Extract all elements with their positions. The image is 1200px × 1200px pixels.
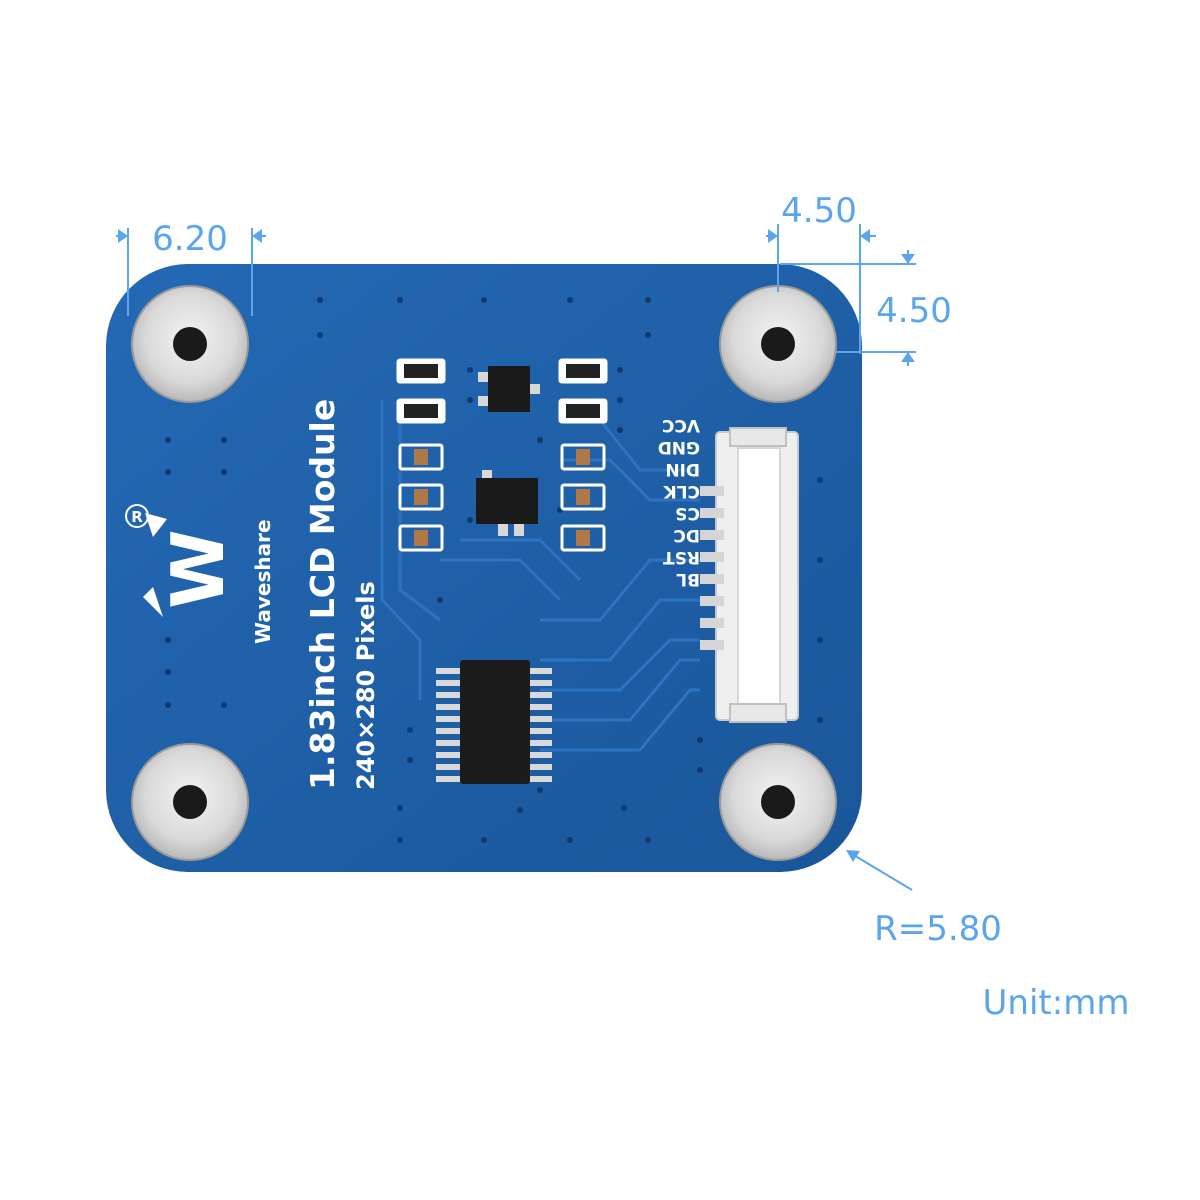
sot23-chip-top (478, 366, 540, 412)
waveshare-logo-icon: W (143, 513, 240, 617)
mounting-hole-top-right (719, 285, 837, 403)
dimension-corner-radius-label: R=5.80 (874, 909, 1002, 949)
unit-note: Unit:mm (983, 983, 1130, 1023)
dimension-corner-radius (846, 850, 913, 891)
pin-label-gnd: GND (658, 437, 700, 457)
pin-label-bl: BL (676, 569, 700, 589)
mounting-hole-bottom-left (131, 743, 249, 861)
pin-label-cs: CS (675, 503, 700, 523)
sot23-chip-middle (476, 470, 538, 536)
pcb-board (106, 264, 862, 872)
registered-mark-icon: R (125, 504, 149, 528)
pcb-vias (165, 297, 823, 843)
pin-label-dc: DC (673, 525, 700, 545)
smd-components-right (558, 358, 608, 552)
pcb-traces (380, 400, 700, 752)
smd-components-left (396, 358, 446, 552)
fpc-connector (700, 427, 799, 723)
dimension-right-horizontal-label: 4.50 (781, 191, 857, 231)
mounting-hole-top-left (131, 285, 249, 403)
dimension-left-label: 6.20 (152, 219, 228, 259)
module-title: 1.83inch LCD Module (303, 399, 342, 790)
dimension-right-horizontal (766, 224, 876, 354)
pin-label-clk: CLK (663, 481, 700, 501)
brand-name: Waveshare (251, 519, 275, 644)
module-resolution: 240×280 Pixels (352, 581, 380, 790)
svg-text:W: W (156, 531, 240, 609)
dimension-left-hole-offset (116, 228, 266, 316)
pin-label-din: DIN (665, 459, 700, 479)
pin-label-vcc: VCC (662, 415, 700, 435)
main-ic-chip (436, 660, 552, 784)
mounting-hole-bottom-right (719, 743, 837, 861)
registered-mark-text: R (131, 508, 143, 526)
connector-pin-labels: BL RST DC CS CLK DIN GND VCC (658, 415, 700, 589)
dimension-right-vertical-label: 4.50 (876, 291, 952, 331)
dimension-right-vertical (780, 250, 916, 366)
pin-label-rst: RST (663, 547, 700, 567)
